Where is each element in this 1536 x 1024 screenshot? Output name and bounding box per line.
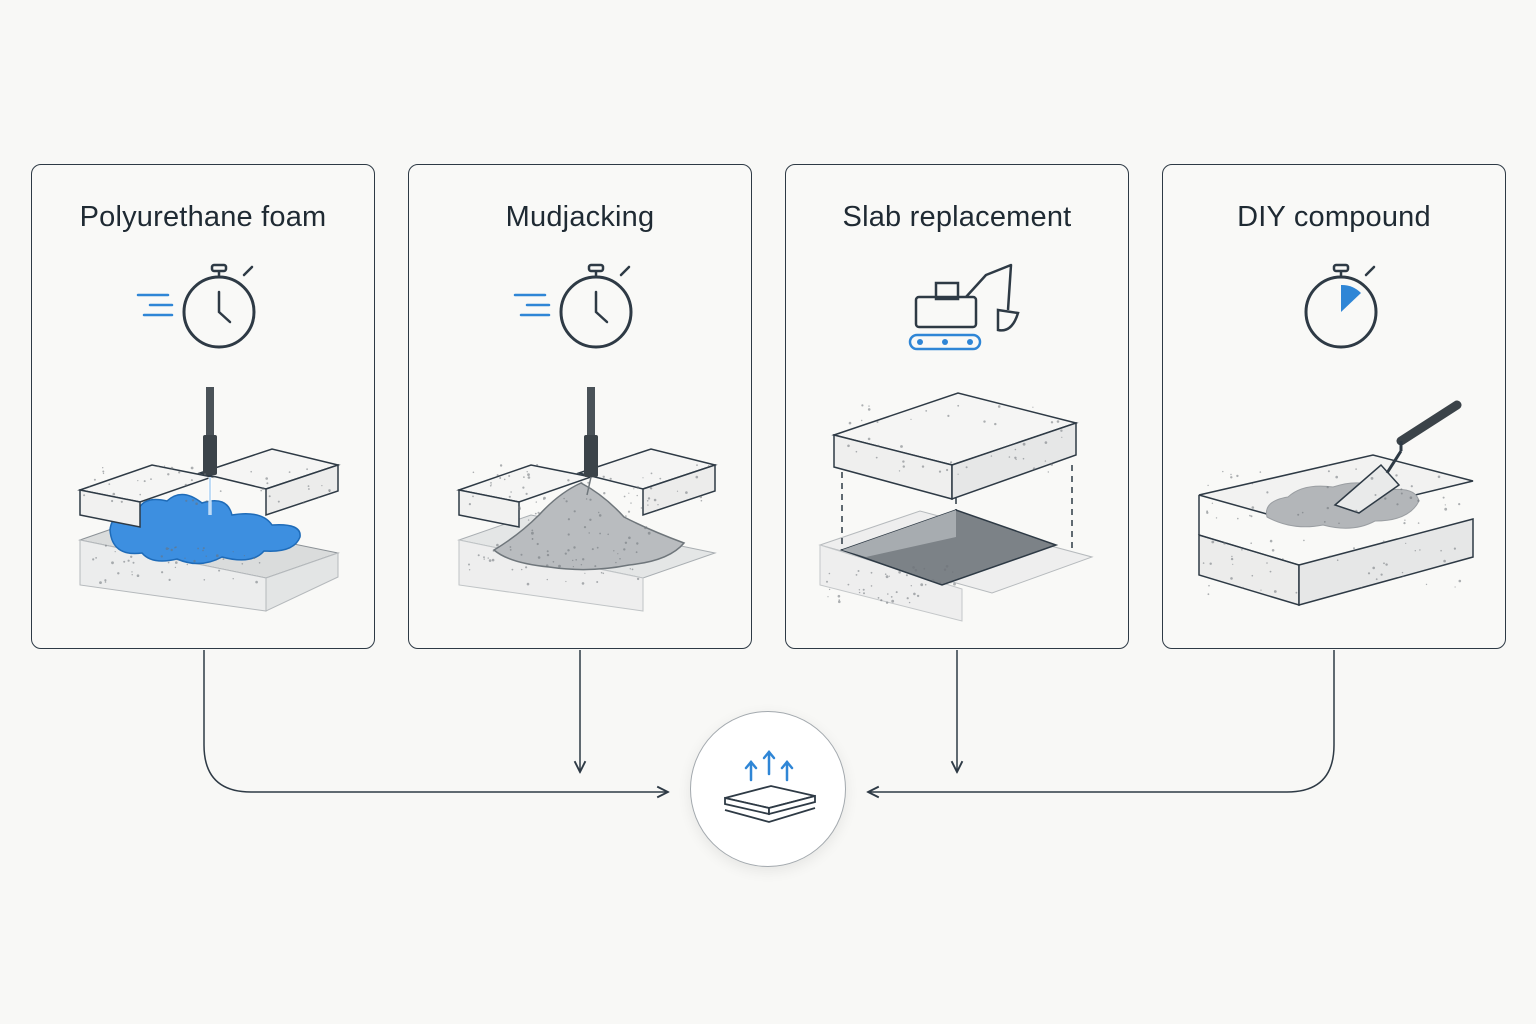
method-card-slab-replacement: Slab replacement xyxy=(785,164,1129,649)
connector-foam xyxy=(203,650,668,792)
mudjacking-illustration xyxy=(456,387,718,612)
trowel-patch-illustration xyxy=(1198,400,1474,607)
slab-replacement-illustration xyxy=(818,392,1094,622)
method-card-mudjacking: Mudjacking xyxy=(408,164,752,649)
method-title: Polyurethane foam xyxy=(79,201,327,233)
speckle-texture xyxy=(826,404,1063,604)
fast-stopwatch-icon xyxy=(136,263,256,349)
method-title: Slab replacement xyxy=(842,201,1072,233)
foam-injection-illustration xyxy=(77,387,341,612)
speckle-texture xyxy=(1202,464,1462,596)
connector-diy xyxy=(868,650,1335,792)
speckle-texture xyxy=(83,465,331,584)
outcome-hub xyxy=(690,711,846,867)
speckle-texture xyxy=(468,464,710,586)
method-title: Mudjacking xyxy=(505,201,655,233)
method-card-diy-compound: DIY compound xyxy=(1162,164,1506,649)
fast-stopwatch-icon xyxy=(513,263,633,349)
excavator-icon xyxy=(908,263,1020,351)
partial-stopwatch-icon xyxy=(1304,263,1378,349)
method-card-polyurethane-foam: Polyurethane foam xyxy=(31,164,375,649)
leveled-slab-icon xyxy=(724,750,816,823)
method-title: DIY compound xyxy=(1237,201,1431,233)
